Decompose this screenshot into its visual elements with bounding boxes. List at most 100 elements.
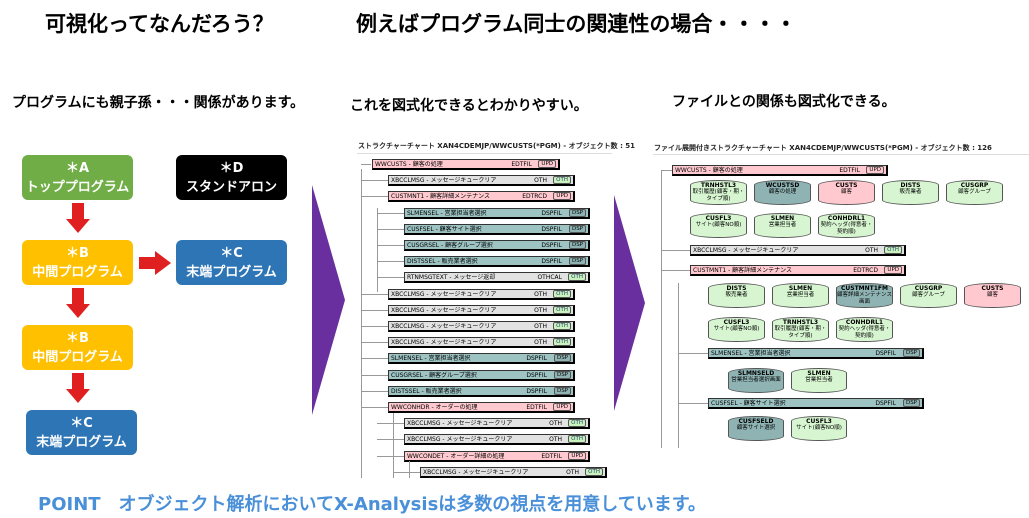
program-type: DSPFIL (541, 242, 562, 249)
badge-upd: UPD (568, 451, 586, 460)
badge-upd: UPD (866, 166, 884, 174)
program-code: ＊B (66, 331, 89, 346)
file-name: CUSGRP (960, 182, 989, 189)
file-description: 営業担当者 (805, 377, 833, 383)
file-description: サイト(顧客NO順) (695, 222, 742, 228)
structure-chart-panel: ストラクチャーチャート XAN4CDEMJP/WWCUSTS(*PGM) - オ… (352, 133, 635, 478)
file-name: WCUSTSD (765, 182, 800, 189)
program-name: CUSFSEL - 顧客サイト選択 (711, 400, 786, 407)
program-label: 中間プログラム (32, 350, 123, 365)
file-structure-chart-title: ファイル展開付きストラクチャーチャート XAN4CDEMJP/WWCUSTS(*… (654, 144, 992, 152)
tree-line (393, 413, 394, 478)
program-code: ＊C (70, 416, 93, 431)
arrow-right-triangle (612, 188, 645, 418)
subtitle-left: プログラムにも親子孫・・・関係があります。 (12, 95, 305, 111)
program-type: EDTRCD (853, 267, 878, 274)
program-name: WWCONDET - オーダー詳細の処理 (407, 452, 505, 460)
file-description: 営業担当者選択画面 (731, 377, 781, 383)
title-right: 例えばプログラム同士の関連性の場合・・・・ (356, 12, 797, 36)
program-type: OTH (534, 323, 547, 330)
program-type: OTHCAL (537, 274, 562, 282)
file-description: 営業担当者 (786, 292, 815, 298)
file-description: 取引履歴(顧客・期・タイプ順) (692, 189, 745, 202)
program-box: ＊D スタンドアロン (176, 155, 287, 200)
arrow-down-icon (66, 389, 90, 403)
point-text: オブジェクト解析においてX-Analysisは多数の視点を用意しています。 (118, 494, 706, 515)
file-name: DISTS (726, 285, 747, 292)
program-type: DSPFIL (541, 225, 562, 233)
badge-oth: OTH (585, 467, 603, 476)
program-code: ＊B (66, 246, 89, 261)
tree-connector (361, 293, 388, 295)
program-type: OTH (549, 436, 562, 444)
program-name: SLMENSEL - 営業担当者選択 (711, 350, 791, 357)
badge-upd: UPD (884, 266, 902, 274)
program-label: 末端プログラム (36, 435, 127, 450)
program-label: スタンドアロン (185, 180, 277, 195)
program-code: ＊D (219, 161, 244, 176)
file-name: CUSTS (981, 285, 1004, 292)
file-structure-chart-panel: ファイル展開付きストラクチャーチャート XAN4CDEMJP/WWCUSTS(*… (648, 133, 1029, 448)
arrow-right-triangle (312, 185, 345, 415)
file-name: SLMNSELD (737, 370, 775, 377)
tree-connector (361, 164, 371, 165)
structure-chart-title: ストラクチャーチャート XAN4CDEMJP/WWCUSTS(*PGM) - オ… (358, 142, 636, 150)
program-name: CUSTMNT1 - 顧客詳細メンテナンス (693, 267, 793, 274)
badge-dsp: DSP (568, 208, 586, 217)
program-type: DSPFIL (875, 400, 896, 407)
tree-connector (377, 261, 404, 263)
badge-dsp: DSP (553, 370, 571, 379)
program-type: DSPFIL (541, 209, 562, 217)
program-name: XBCCLMSG - メッセージキュークリア (391, 306, 497, 314)
badge-dsp: DSP (902, 349, 920, 357)
program-node: XBCCLMSG - メッセージキュークリア OTH OTH (404, 434, 590, 446)
tree-connector (361, 196, 388, 198)
program-type: DSPFIL (875, 350, 896, 357)
tree-connector (361, 326, 388, 327)
program-type: OTH (549, 420, 562, 428)
tree-connector (361, 390, 388, 392)
program-name: WWCUSTS - 顧客の処理 (675, 167, 743, 174)
arrow-down-icon (66, 304, 90, 318)
file-name: CUSFL3 (723, 319, 750, 326)
tree-connector (377, 245, 404, 246)
file-description: 顧客グループ (958, 189, 991, 195)
program-name: XBCCLMSG - メッセージキュークリア (391, 323, 497, 330)
program-code: ＊C (220, 246, 243, 261)
program-name: CUSGRSEL - 顧客グループ選択 (407, 242, 493, 249)
tree-connector (393, 471, 420, 473)
tree-connector (361, 309, 388, 311)
program-name: WWCONHDR - オーダーの処理 (391, 404, 478, 411)
program-type: OTH (865, 247, 878, 254)
program-name: DISTSSEL - 販売業者選択 (391, 387, 462, 395)
tree-line (678, 283, 679, 448)
badge-dsp: DSP (568, 257, 586, 266)
file-description: 契約ヘッダ(得意者・契約順) (838, 326, 891, 339)
program-name: CUSGRSEL - 顧客グループ選択 (391, 371, 477, 379)
tree-connector (377, 228, 404, 230)
file-description: 顧客 (840, 189, 852, 195)
program-name: XBCCLMSG - メッセージキュークリア (407, 436, 513, 444)
badge-oth: OTH (568, 435, 586, 444)
file-name: SLMEN (770, 215, 795, 222)
tree-connector (361, 180, 388, 182)
